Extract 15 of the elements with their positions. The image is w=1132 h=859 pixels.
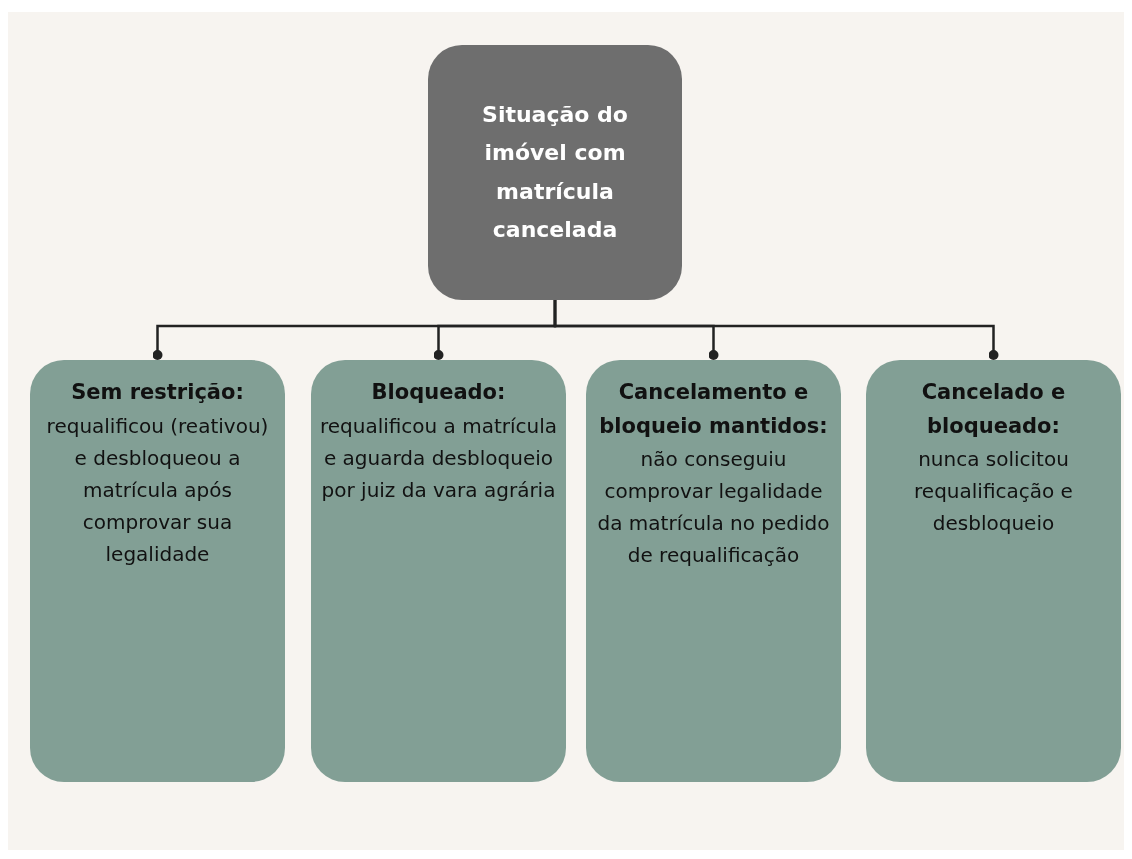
box-text: requalificou a matrícula e aguarda desbloqueio por juiz da vara agrária <box>319 412 558 504</box>
box-heading: Bloqueado: <box>371 379 506 406</box>
box-heading: Sem restrição: <box>71 379 244 406</box>
connector-line <box>553 300 999 360</box>
root-box <box>428 45 682 300</box>
category-box <box>311 360 566 782</box>
box-text: nunca solicitou requalificação e desbloqueio <box>913 446 1074 538</box>
box-heading: Cancelado e bloqueado: <box>920 379 1067 440</box>
category-box <box>586 360 841 782</box>
category-box <box>30 360 285 782</box>
box-text: não conseguiu comprovar legalidade da matrícula no pedido de requalificação <box>596 446 831 570</box>
category-box <box>866 360 1121 782</box>
box-text: Situação do imóvel com matrícula cancelada <box>481 100 629 244</box>
box-text: requalificou (reativou) e desbloqueou a matrícula após comprovar sua legalidade <box>45 412 270 568</box>
box-heading: Cancelamento e bloqueio mantidos: <box>598 379 829 440</box>
